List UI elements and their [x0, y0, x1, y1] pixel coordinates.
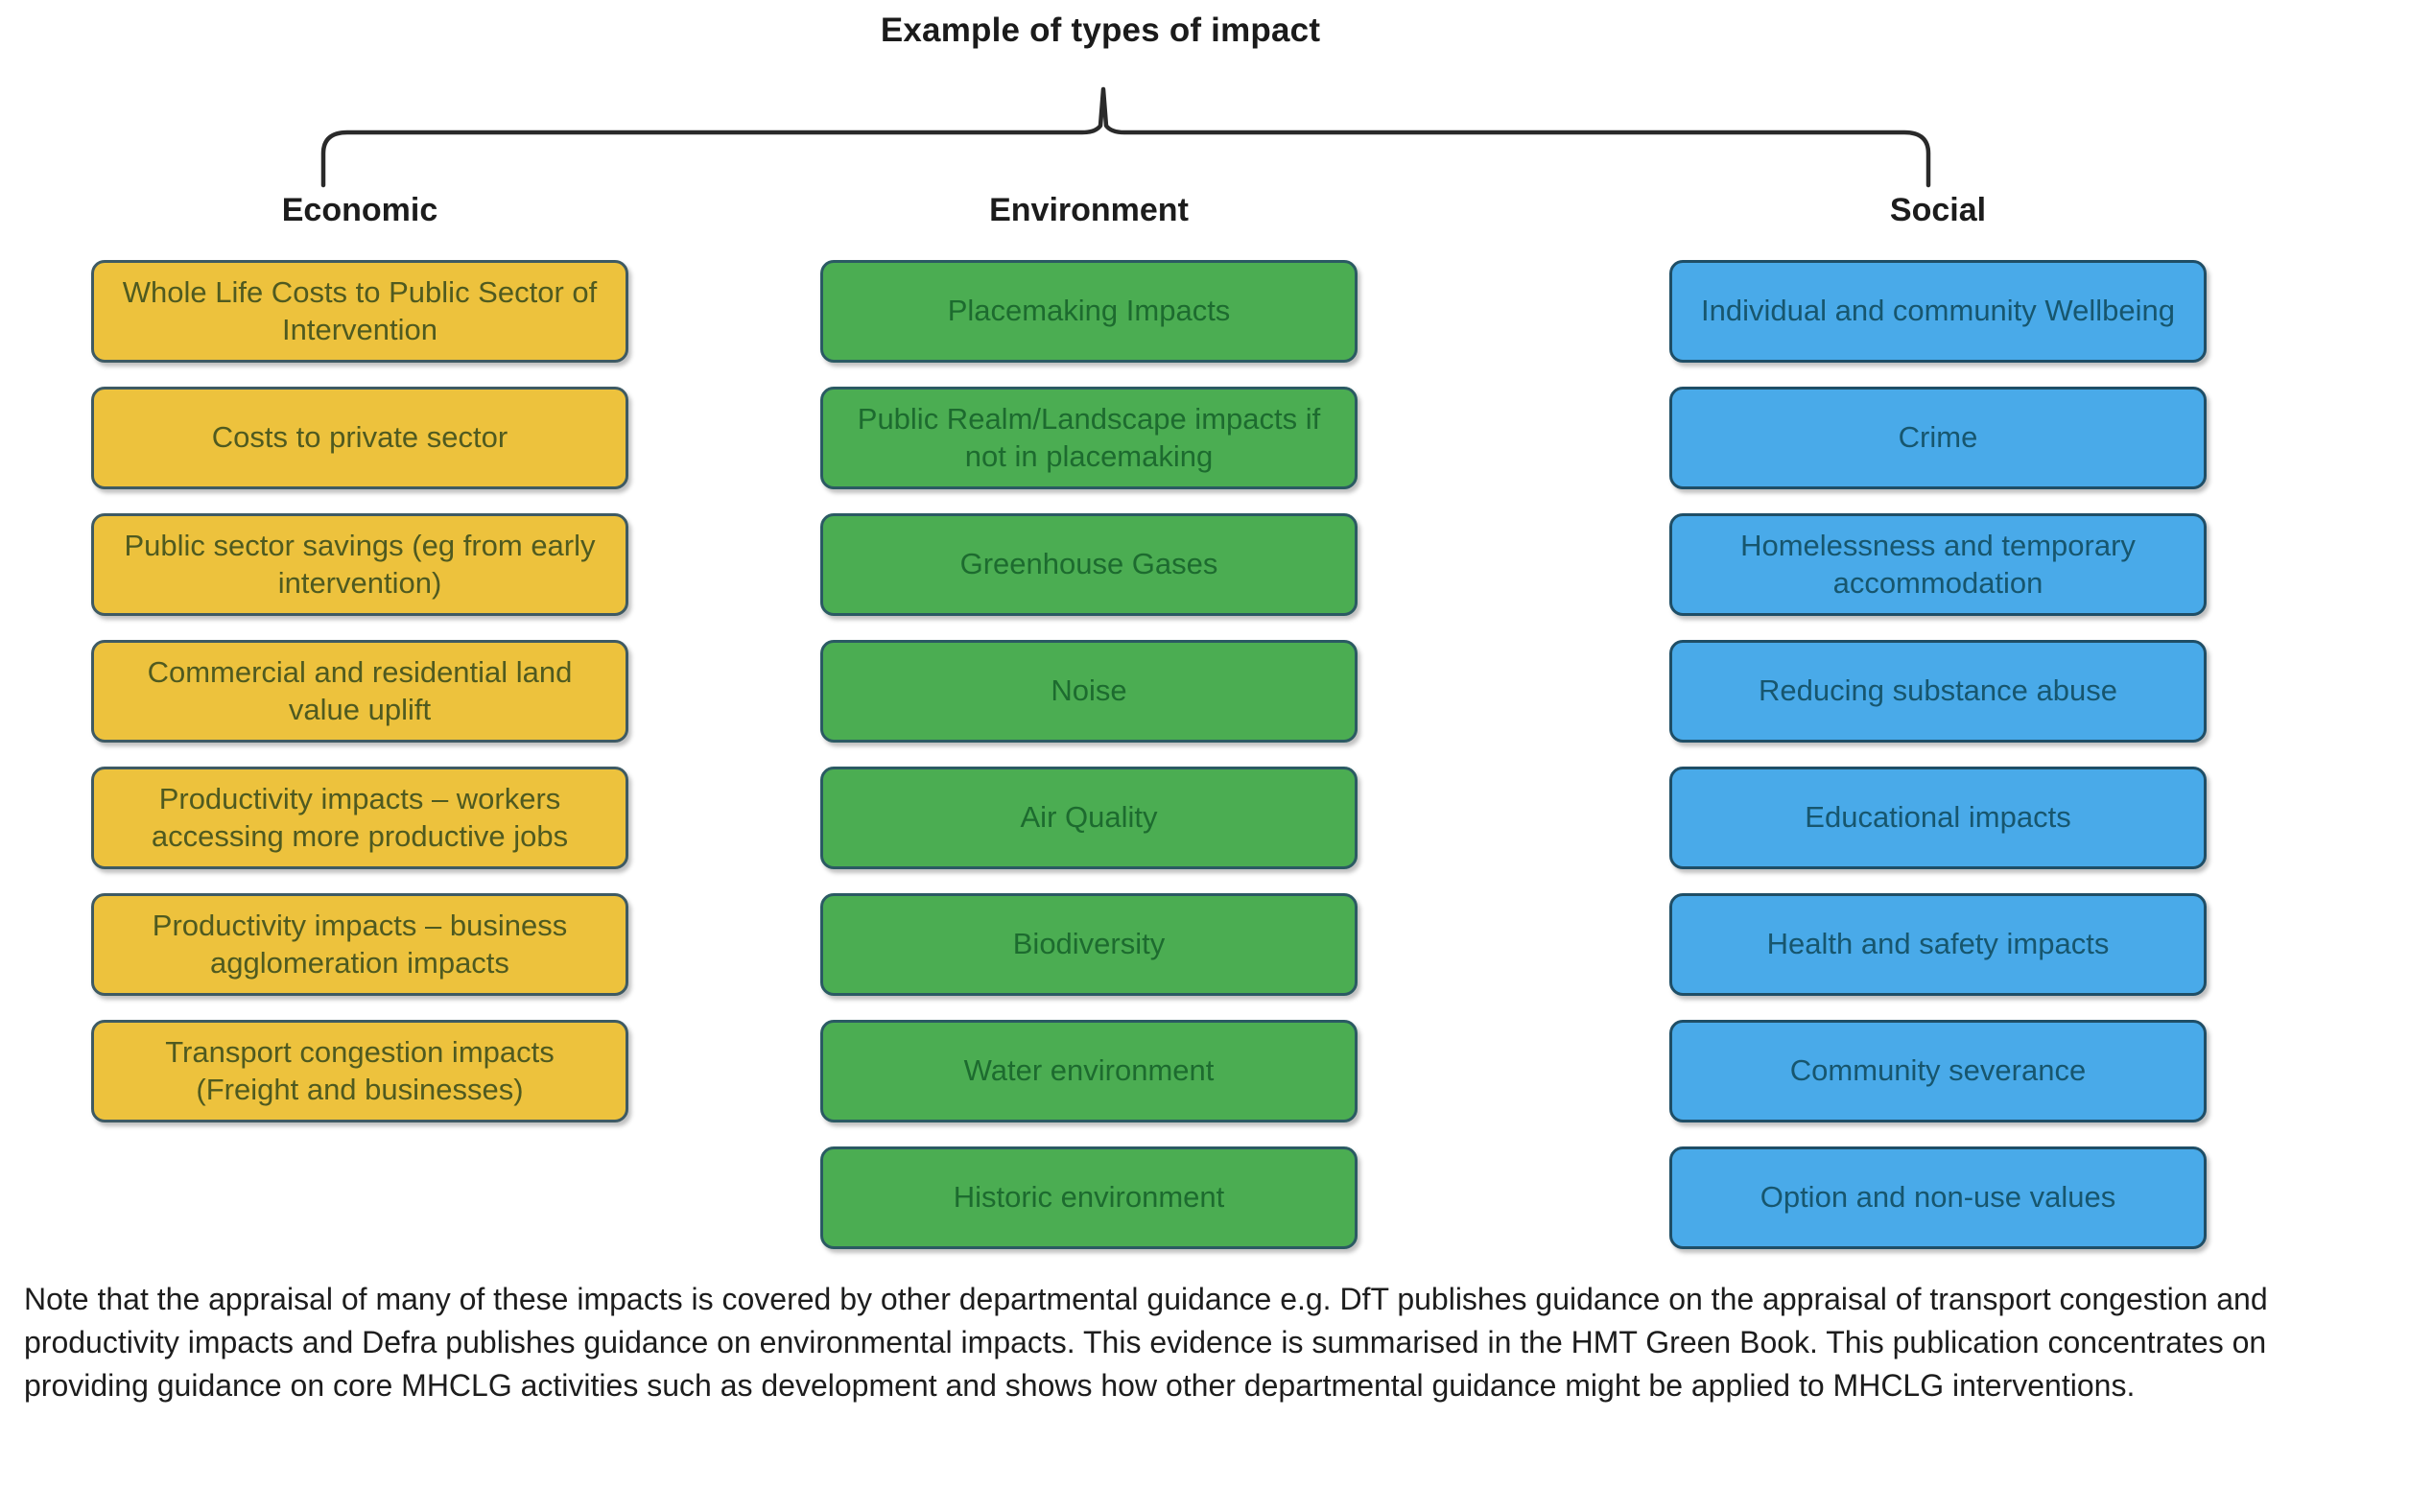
impact-box-label: Homelessness and temporary accommodation	[1740, 528, 2136, 600]
impact-box-label: Productivity impacts – business agglomer…	[152, 908, 568, 980]
column-header-social: Social	[1889, 192, 1987, 228]
impact-box-list: Whole Life Costs to Public Sector of Int…	[91, 260, 628, 1122]
impact-box-label: Public sector savings (eg from early int…	[124, 528, 596, 600]
economic-impact-box: Productivity impacts – workers accessing…	[91, 767, 628, 869]
impact-column-social: Social Individual and community Wellbein…	[1669, 192, 2207, 1249]
impact-box-label: Biodiversity	[1012, 927, 1166, 961]
social-impact-box: Crime	[1669, 387, 2207, 489]
column-header-economic: Economic	[281, 192, 438, 228]
environment-impact-box: Noise	[820, 640, 1358, 743]
environment-impact-box: Water environment	[820, 1020, 1358, 1122]
social-impact-box: Option and non-use values	[1669, 1146, 2207, 1249]
impact-box-label: Individual and community Wellbeing	[1701, 294, 2175, 328]
impact-box-label: Educational impacts	[1805, 800, 2071, 835]
environment-impact-box: Greenhouse Gases	[820, 513, 1358, 616]
impact-box-label: Public Realm/Landscape impacts if not in…	[857, 401, 1321, 473]
economic-impact-box: Whole Life Costs to Public Sector of Int…	[91, 260, 628, 363]
impact-box-label: Productivity impacts – workers accessing…	[151, 781, 569, 853]
environment-impact-box: Historic environment	[820, 1146, 1358, 1249]
diagram-title: Example of types of impact	[880, 12, 1321, 49]
impact-box-label: Noise	[1051, 673, 1127, 708]
social-impact-box: Educational impacts	[1669, 767, 2207, 869]
environment-impact-box: Public Realm/Landscape impacts if not in…	[820, 387, 1358, 489]
bracket-path	[320, 86, 1931, 188]
social-impact-box: Reducing substance abuse	[1669, 640, 2207, 743]
impact-box-label: Health and safety impacts	[1766, 927, 2110, 961]
social-impact-box: Individual and community Wellbeing	[1669, 260, 2207, 363]
impact-box-label: Air Quality	[1020, 800, 1158, 835]
environment-impact-box: Placemaking Impacts	[820, 260, 1358, 363]
impact-box-label: Costs to private sector	[211, 420, 508, 455]
impact-box-label: Transport congestion impacts (Freight an…	[165, 1034, 555, 1106]
social-impact-box: Health and safety impacts	[1669, 893, 2207, 996]
column-header-environment: Environment	[989, 192, 1189, 228]
economic-impact-box: Costs to private sector	[91, 387, 628, 489]
impact-box-label: Placemaking Impacts	[947, 294, 1231, 328]
economic-impact-box: Commercial and residential land value up…	[91, 640, 628, 743]
economic-impact-box: Transport congestion impacts (Freight an…	[91, 1020, 628, 1122]
environment-impact-box: Air Quality	[820, 767, 1358, 869]
footnote: Note that the appraisal of many of these…	[24, 1282, 2268, 1403]
impact-column-economic: Economic Whole Life Costs to Public Sect…	[91, 192, 628, 1122]
impact-box-label: Community severance	[1789, 1053, 2087, 1088]
impact-box-label: Whole Life Costs to Public Sector of Int…	[122, 274, 598, 346]
economic-impact-box: Productivity impacts – business agglomer…	[91, 893, 628, 996]
impact-box-label: Commercial and residential land value up…	[147, 654, 573, 726]
impact-box-label: Historic environment	[953, 1180, 1225, 1215]
impact-box-label: Crime	[1898, 420, 1978, 455]
economic-impact-box: Public sector savings (eg from early int…	[91, 513, 628, 616]
impact-box-label: Option and non-use values	[1760, 1180, 2116, 1215]
impact-box-label: Water environment	[963, 1053, 1215, 1088]
social-impact-box: Homelessness and temporary accommodation	[1669, 513, 2207, 616]
impact-box-label: Reducing substance abuse	[1759, 673, 2117, 708]
impact-box-label: Greenhouse Gases	[959, 547, 1218, 581]
environment-impact-box: Biodiversity	[820, 893, 1358, 996]
social-impact-box: Community severance	[1669, 1020, 2207, 1122]
